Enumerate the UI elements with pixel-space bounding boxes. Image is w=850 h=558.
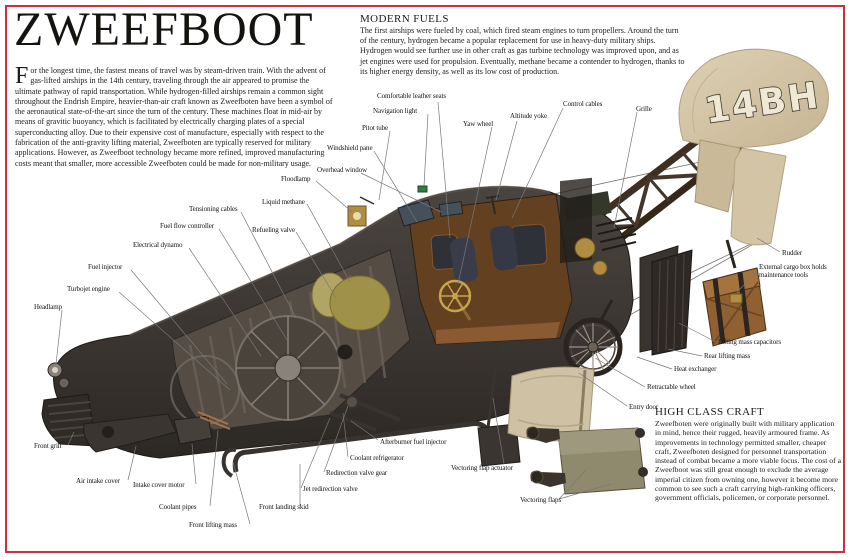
- external-cargo-box: [702, 239, 767, 347]
- part-label: Coolant pipes: [159, 503, 197, 511]
- part-label: Afterburner fuel injector: [380, 438, 447, 446]
- part-label: Rudder: [782, 249, 803, 257]
- high-class-craft-body: Zweefboten were originally built with mi…: [655, 419, 841, 503]
- section-high-class-craft: HIGH CLASS CRAFT Zweefboten were origina…: [655, 406, 841, 503]
- part-label: Entry door: [629, 403, 659, 411]
- part-label: Altitude yoke: [510, 112, 547, 120]
- modern-fuels-body: The first airships were fueled by coal, …: [360, 26, 685, 76]
- part-label: Fuel flow controller: [160, 222, 214, 230]
- front-grill: [41, 393, 97, 447]
- lifting-mass-capacitor-panels: [639, 245, 693, 356]
- part-label: Heat exchanger: [674, 365, 717, 373]
- part-label: Headlamp: [34, 303, 62, 311]
- part-label: Front landing skid: [259, 503, 309, 511]
- leader-lines: [55, 101, 781, 525]
- engine-bay-cutaway: [170, 249, 411, 431]
- coolant-pipes: [197, 411, 231, 430]
- part-label: Front grill: [34, 442, 62, 450]
- cabin-cutaway: [407, 177, 608, 345]
- modern-fuels-heading: MODERN FUELS: [360, 13, 449, 25]
- part-label: Redirection valve gear: [326, 469, 388, 477]
- part-label: Coolant refrigerator: [350, 454, 404, 462]
- part-label: Pitot tube: [362, 124, 389, 132]
- front-lifting-mass: [221, 447, 237, 478]
- entry-door: [507, 366, 595, 442]
- part-label: Rear lifting mass: [704, 352, 751, 360]
- part-label: Turbojet engine: [67, 285, 110, 293]
- part-label: Air intake cover: [76, 477, 120, 485]
- brass-gear: [574, 237, 596, 259]
- liquid-methane-tank: [329, 275, 391, 331]
- tail-fin: 14BH: [678, 48, 829, 148]
- part-label: Refueling valve: [252, 226, 296, 234]
- part-label: Navigation light: [373, 107, 418, 115]
- part-label: Vectoring flap actuator: [451, 464, 513, 472]
- part-label: Comfortable leather seats: [377, 92, 447, 100]
- part-label: Lifting mass capacitors: [718, 338, 782, 346]
- overhead-window: [438, 200, 464, 218]
- rudder: [694, 139, 787, 246]
- navigation-light: [417, 185, 428, 193]
- part-label: Intake cover motor: [133, 481, 185, 489]
- part-label: Electrical dynamo: [133, 241, 183, 249]
- part-label: Fuel injector: [88, 263, 123, 271]
- intake-cover-motor: [173, 415, 213, 445]
- part-label: Front lifting mass: [189, 521, 237, 529]
- vectoring-flap-actuator: [486, 344, 500, 429]
- part-label: Floodlamp: [281, 175, 311, 183]
- part-label: Control cables: [563, 100, 603, 108]
- leather-seat: [450, 237, 478, 283]
- page-title: ZWEEFBOOT: [14, 3, 314, 56]
- retractable-wheel: [563, 299, 623, 377]
- leather-seat: [490, 225, 518, 271]
- air-intake-cover: [83, 413, 177, 453]
- part-label: Liquid methane: [262, 198, 305, 206]
- part-label: Jet redirection valve: [303, 485, 358, 493]
- windshield-pane: [397, 199, 435, 227]
- front-landing-skid: [232, 421, 488, 473]
- roof-fittings: [347, 185, 500, 227]
- section-modern-fuels: MODERN FUELS The first airships were fue…: [360, 13, 686, 77]
- nose-details: [41, 362, 97, 447]
- grille: [595, 217, 637, 251]
- altitude-yoke-mast: [491, 197, 496, 215]
- underside-parts: [83, 343, 521, 478]
- yaw-wheel: [438, 279, 472, 313]
- intro-text: or the longest time, the fastest means o…: [15, 66, 333, 168]
- part-label: Tensioning cables: [189, 205, 238, 213]
- vectoring-flaps-assembly: [526, 426, 648, 495]
- part-label: Grille: [636, 105, 652, 113]
- part-label: Overhead window: [317, 166, 368, 174]
- drop-cap: F: [15, 63, 29, 89]
- part-label: Yaw wheel: [463, 120, 494, 128]
- pitot-tube: [359, 196, 375, 205]
- part-label: Windshield pane: [327, 144, 373, 152]
- part-label: Vectoring flaps: [520, 496, 562, 504]
- part-label: External cargo box holds maintenance too…: [759, 263, 827, 279]
- part-label: Retractable wheel: [647, 383, 696, 391]
- jet-redirection-assembly: [329, 393, 401, 432]
- high-class-craft-heading: HIGH CLASS CRAFT: [655, 406, 765, 418]
